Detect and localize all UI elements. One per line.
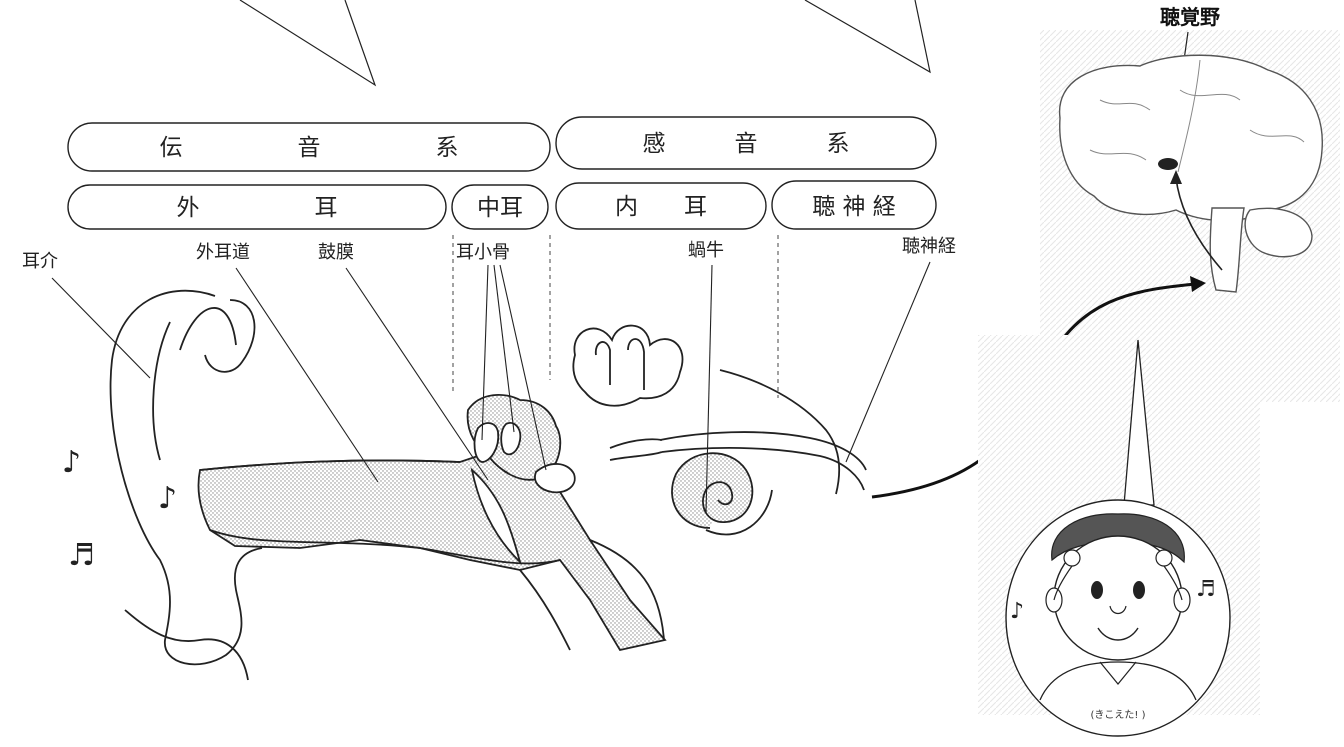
implant-coil-icon	[1063, 549, 1081, 567]
arrow-head-icon	[1190, 276, 1206, 292]
label-cochlea: 蝸牛	[688, 240, 724, 261]
brain-title: 聴覚野	[1160, 5, 1220, 29]
group-conductive: 伝 音 系	[67, 122, 551, 172]
section-dividers	[452, 235, 779, 398]
pinna-outline	[109, 289, 263, 666]
child-speech: (きこえた! )	[1091, 709, 1146, 721]
leader-lines	[51, 261, 931, 513]
section-inner-ear-label: 内 耳	[615, 194, 707, 220]
child-shirt	[1039, 661, 1197, 701]
brain-cerebrum	[1058, 54, 1323, 222]
section-auditory-nerve: 聴 神 経	[771, 180, 937, 230]
group-sensorineural-label: 感 音 系	[643, 131, 850, 157]
label-ossicles: 耳小骨	[456, 242, 510, 263]
label-ear-canal: 外耳道	[196, 242, 250, 263]
music-note-icon: ♪	[62, 445, 81, 480]
section-inner-ear: 内 耳	[555, 182, 767, 230]
implant-coil-icon	[1155, 549, 1173, 567]
anatomy-labels: 耳介 外耳道 鼓膜 耳小骨 蝸牛 聴神経	[22, 236, 956, 272]
ear-anatomy	[109, 289, 867, 681]
pointer-lines	[239, 0, 931, 87]
signal-path	[1175, 177, 1223, 271]
group-conductive-label: 伝 音 系	[160, 135, 459, 161]
section-outer-ear-label: 外 耳	[177, 195, 338, 221]
malleus	[473, 422, 500, 463]
label-pinna: 耳介	[22, 251, 58, 272]
music-note-icon: ♪	[1010, 599, 1024, 624]
section-middle-ear-label: 中耳	[477, 195, 523, 221]
auditory-cortex-marker	[1158, 158, 1178, 170]
music-note-icon: ♪	[158, 481, 177, 516]
music-note-icon: ♬	[68, 538, 95, 573]
auditory-nerve-bundle	[659, 431, 867, 471]
cochlea	[671, 452, 773, 536]
child-panel: ♪ ♬ (きこえた! )	[978, 335, 1260, 737]
brain-cerebellum	[1244, 207, 1313, 258]
label-auditory-nerve: 聴神経	[902, 236, 956, 257]
eardrum	[470, 467, 522, 565]
ear-canal-shading	[197, 451, 667, 652]
group-sensorineural: 感 音 系	[555, 116, 937, 170]
stapes	[534, 463, 576, 494]
section-auditory-nerve-label: 聴 神 経	[812, 194, 896, 220]
brain-stem	[1209, 207, 1245, 293]
section-middle-ear: 中耳	[451, 184, 549, 230]
music-notes: ♪ ♪ ♬	[62, 445, 177, 573]
section-outer-ear: 外 耳	[67, 184, 447, 230]
label-eardrum: 鼓膜	[318, 242, 354, 263]
music-note-icon: ♬	[1196, 577, 1216, 602]
incus	[500, 422, 522, 456]
semicircular-canals	[572, 324, 684, 407]
